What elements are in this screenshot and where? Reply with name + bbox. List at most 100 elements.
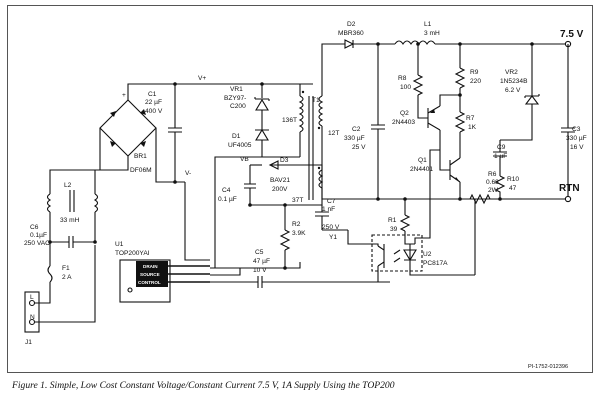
svg-text:22 µF: 22 µF: [145, 99, 162, 106]
svg-text:PC817A: PC817A: [423, 260, 448, 267]
svg-text:2W: 2W: [488, 187, 499, 194]
svg-text:VR1: VR1: [230, 86, 243, 93]
svg-text:C3: C3: [572, 126, 581, 133]
rtn-label: RTN: [559, 183, 580, 194]
svg-text:0.68: 0.68: [486, 179, 499, 186]
svg-text:D1: D1: [232, 133, 241, 140]
svg-text:VB: VB: [240, 156, 249, 163]
capacitor-c5: C5 47 µF 10 V: [210, 249, 390, 288]
svg-text:33 mH: 33 mH: [60, 217, 80, 224]
svg-text:C9: C9: [497, 144, 506, 151]
svg-text:Q2: Q2: [400, 110, 409, 117]
svg-text:U1: U1: [115, 241, 124, 248]
svg-text:R9: R9: [470, 69, 479, 76]
svg-text:2N4403: 2N4403: [392, 119, 415, 126]
svg-text:+: +: [122, 92, 126, 99]
svg-text:10 V: 10 V: [253, 267, 267, 274]
svg-text:1 nF: 1 nF: [322, 206, 335, 213]
svg-text:C7: C7: [327, 198, 336, 205]
svg-text:MBR360: MBR360: [338, 30, 364, 37]
resistor-r1: R1 39: [388, 199, 415, 245]
svg-text:330 µF: 330 µF: [566, 135, 587, 142]
svg-text:250 VAC: 250 VAC: [24, 240, 50, 247]
bias-d3-c4: VB D3 BAV21 200V C4 0.1 µF: [218, 156, 323, 206]
svg-text:Y1: Y1: [329, 234, 337, 241]
svg-text:R10: R10: [507, 176, 519, 183]
svg-text:L: L: [30, 294, 34, 301]
svg-text:SOURCE: SOURCE: [140, 272, 160, 277]
fuse-f1: F1 2 A: [47, 242, 72, 283]
choke-l2: L2 33 mH: [46, 169, 99, 242]
resistor-r10: R10 47: [494, 170, 519, 199]
svg-text:BZY97-: BZY97-: [224, 95, 246, 102]
capacitor-c3: C3 330 µF 16 V: [561, 44, 587, 197]
svg-text:0.1µF: 0.1µF: [30, 232, 47, 239]
svg-text:UF4005: UF4005: [228, 142, 252, 149]
svg-text:47 µF: 47 µF: [253, 258, 270, 265]
svg-text:C1: C1: [148, 91, 157, 98]
svg-text:L2: L2: [64, 182, 72, 189]
svg-text:37T: 37T: [292, 197, 303, 204]
svg-text:100: 100: [400, 84, 411, 91]
svg-text:400 V: 400 V: [145, 108, 163, 115]
svg-text:U2: U2: [423, 251, 432, 258]
svg-text:D2: D2: [347, 21, 356, 28]
svg-text:1N5234B: 1N5234B: [500, 78, 528, 85]
optocoupler-u2: U2 PC817A: [371, 149, 475, 283]
net-vminus-label: V-: [185, 170, 191, 177]
svg-text:136T: 136T: [282, 117, 297, 124]
rectifier-d2: D2 MBR360: [321, 21, 395, 84]
capacitor-c7: C7 1 nF 250 V Y1: [315, 198, 348, 241]
svg-text:T1: T1: [312, 97, 320, 104]
svg-text:C5: C5: [255, 249, 264, 256]
bridge-rectifier-br1: + BR1 DF06M: [62, 92, 157, 174]
resistor-r9: R9 220: [454, 44, 481, 95]
capacitor-c2: C2 330 µF 25 V: [344, 44, 385, 199]
svg-text:47: 47: [509, 185, 517, 192]
svg-text:R8: R8: [398, 75, 407, 82]
svg-text:C200: C200: [230, 103, 246, 110]
svg-text:220: 220: [470, 78, 481, 85]
transistor-q1: Q1 2N4401: [410, 142, 461, 199]
figure-caption: Figure 1. Simple, Low Cost Constant Volt…: [12, 380, 395, 391]
transformer-t1: T1 136T 12T 37T: [282, 84, 339, 204]
svg-text:2 A: 2 A: [62, 274, 72, 281]
svg-text:200V: 200V: [272, 186, 288, 193]
svg-text:TOP200YAI: TOP200YAI: [115, 250, 150, 257]
svg-text:6.2 V: 6.2 V: [505, 87, 521, 94]
svg-text:C2: C2: [352, 126, 361, 133]
circuit-schematic: 7.5 V RTN L N J1 F1 2 A C6 0.1µF 250 VAC: [24, 21, 587, 370]
svg-text:J1: J1: [25, 339, 32, 346]
svg-text:R6: R6: [488, 171, 497, 178]
svg-text:L1: L1: [424, 21, 432, 28]
schematic-frame: [7, 5, 593, 373]
svg-text:C6: C6: [30, 224, 39, 231]
net-vplus-label: V+: [198, 75, 206, 82]
resistor-r2: R2 3.9K: [279, 205, 306, 268]
svg-text:250 V: 250 V: [322, 224, 340, 231]
svg-text:1K: 1K: [468, 124, 477, 131]
transistor-q2: Q2 2N4403: [392, 94, 460, 142]
svg-text:DRAIN: DRAIN: [143, 264, 158, 269]
svg-text:16 V: 16 V: [570, 144, 584, 151]
capacitor-c1: C1 22 µF 400 V: [145, 84, 182, 182]
svg-text:39: 39: [390, 226, 398, 233]
svg-text:BAV21: BAV21: [270, 177, 290, 184]
inductor-l1: L1 3 mH: [394, 21, 566, 45]
figure-ref-code: PI-1752-012396: [528, 364, 568, 370]
capacitor-c9: C9 1 µF: [493, 140, 507, 170]
svg-text:C4: C4: [222, 187, 231, 194]
svg-text:3 mH: 3 mH: [424, 30, 440, 37]
connector-j1: L N J1: [24, 291, 40, 346]
junctions: [48, 42, 534, 270]
svg-text:Q1: Q1: [418, 157, 427, 164]
svg-text:N: N: [30, 314, 35, 321]
svg-text:0.1 µF: 0.1 µF: [218, 196, 237, 203]
svg-text:330 µF: 330 µF: [344, 135, 365, 142]
svg-text:VR2: VR2: [505, 69, 518, 76]
controller-u1: DRAIN SOURCE CONTROL U1 TOP200YAI: [115, 241, 210, 303]
svg-text:12T: 12T: [328, 130, 339, 137]
svg-text:1 µF: 1 µF: [494, 153, 507, 160]
svg-text:25 V: 25 V: [352, 144, 366, 151]
resistor-r7: R7 1K: [454, 95, 477, 150]
